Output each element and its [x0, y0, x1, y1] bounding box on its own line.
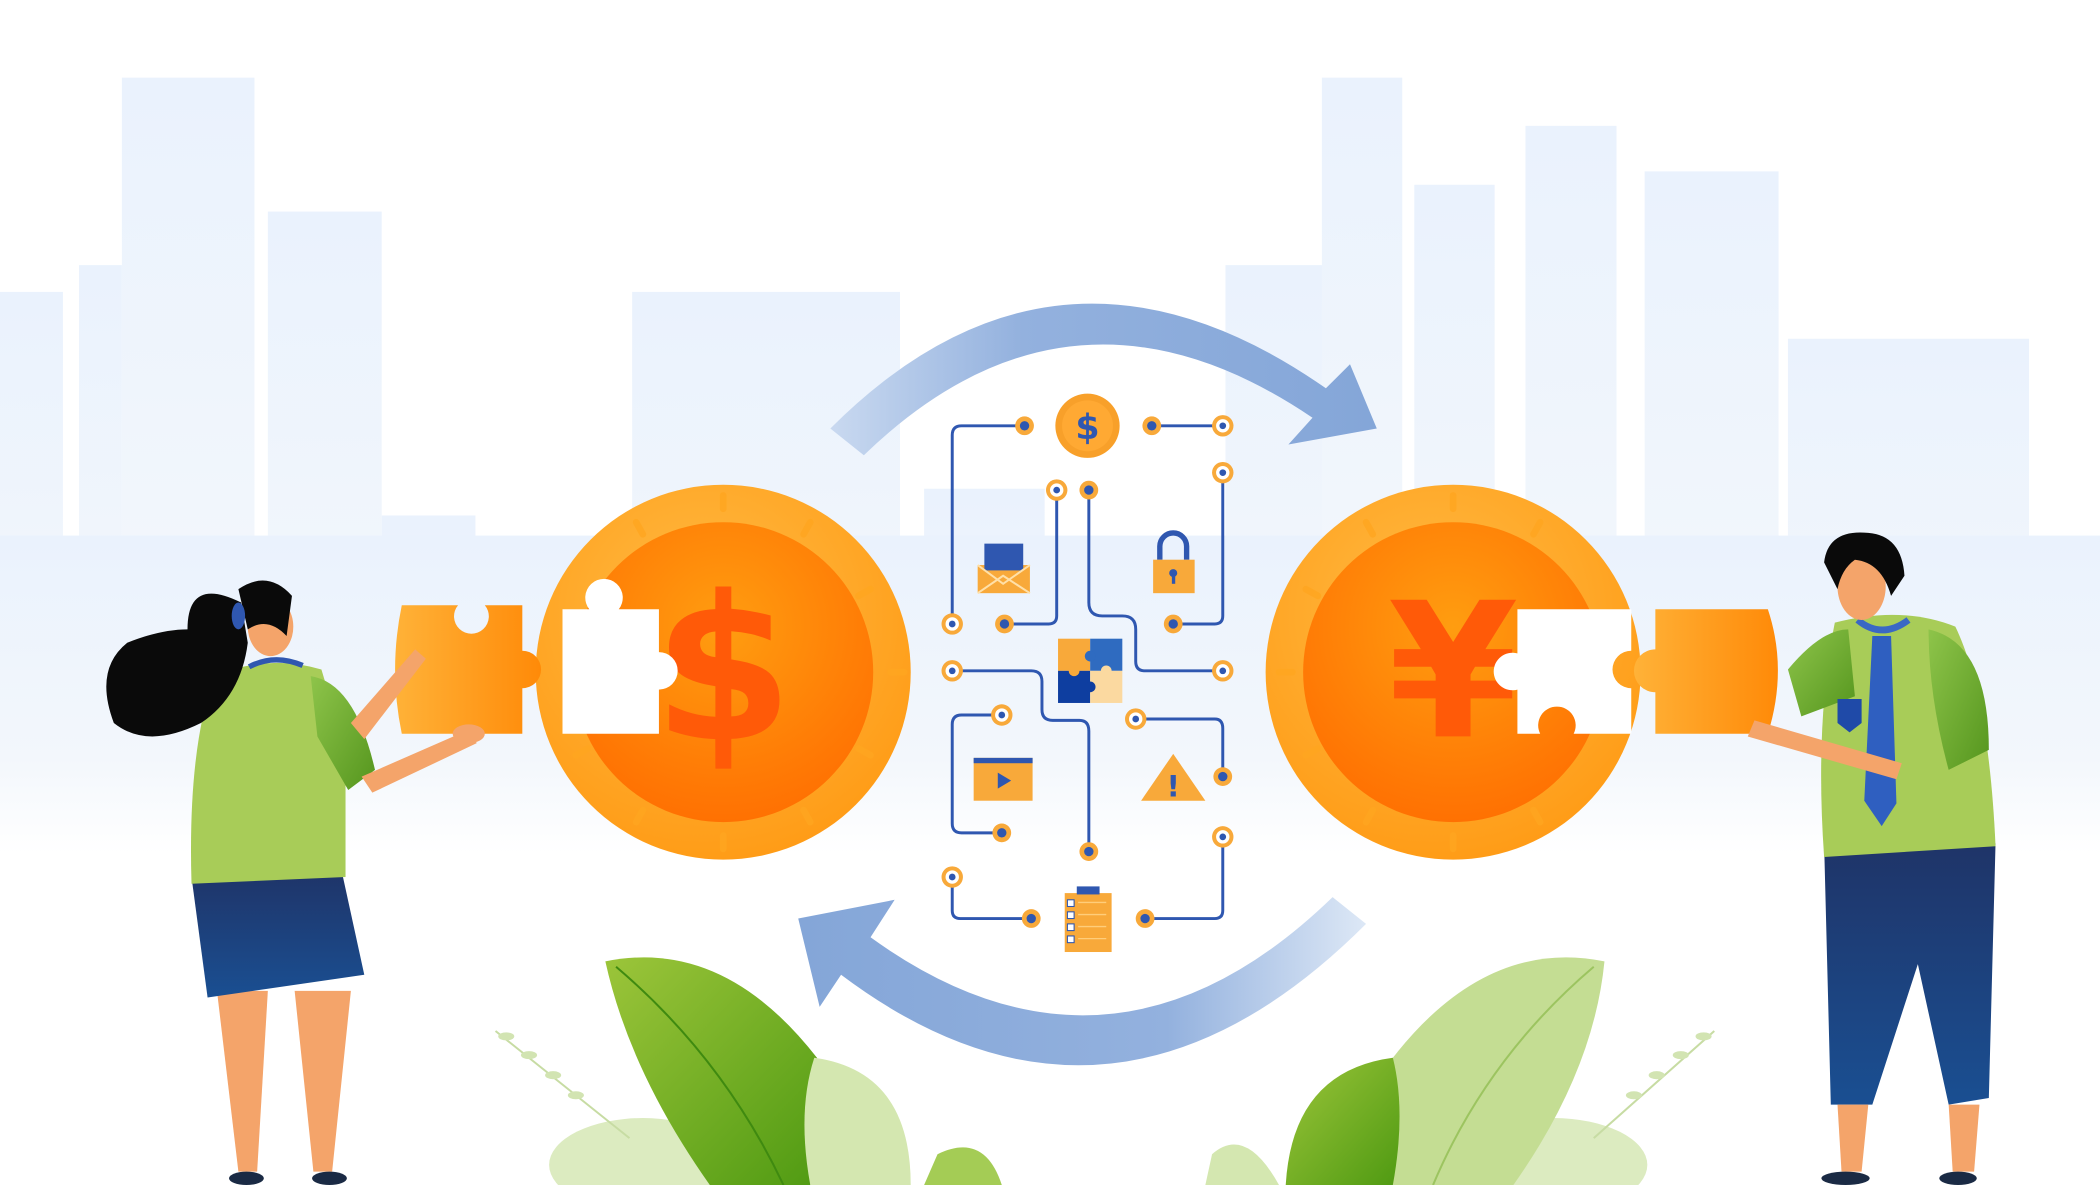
yen-coin: ¥	[1265, 484, 1641, 860]
lock-icon	[1153, 530, 1195, 594]
woman-figure	[106, 580, 485, 1185]
puzzle-gap-right	[1493, 609, 1632, 734]
plants-right	[1205, 957, 1715, 1185]
dollar-puzzle-piece	[395, 605, 542, 734]
plants-left	[494, 957, 1002, 1185]
exchange-arrow-top	[830, 303, 1377, 456]
clipboard-checklist-icon	[1064, 886, 1112, 953]
circuit-nodes	[941, 415, 1234, 928]
dollar-coin-icon: $	[1055, 393, 1120, 458]
video-player-icon	[973, 757, 1033, 801]
dollar-coin: $	[535, 484, 911, 860]
svg-text:$: $	[1075, 408, 1099, 448]
svg-text:!: !	[1166, 770, 1179, 804]
warning-icon: !	[1141, 753, 1206, 804]
puzzle-icon	[1058, 638, 1123, 703]
puzzle-gap-left	[562, 578, 678, 734]
mail-icon	[977, 543, 1031, 595]
yen-puzzle-piece	[1633, 609, 1778, 734]
exchange-arrow-bottom	[798, 897, 1367, 1066]
circuit-diagram	[950, 424, 1225, 921]
man-figure	[1747, 532, 1996, 1185]
